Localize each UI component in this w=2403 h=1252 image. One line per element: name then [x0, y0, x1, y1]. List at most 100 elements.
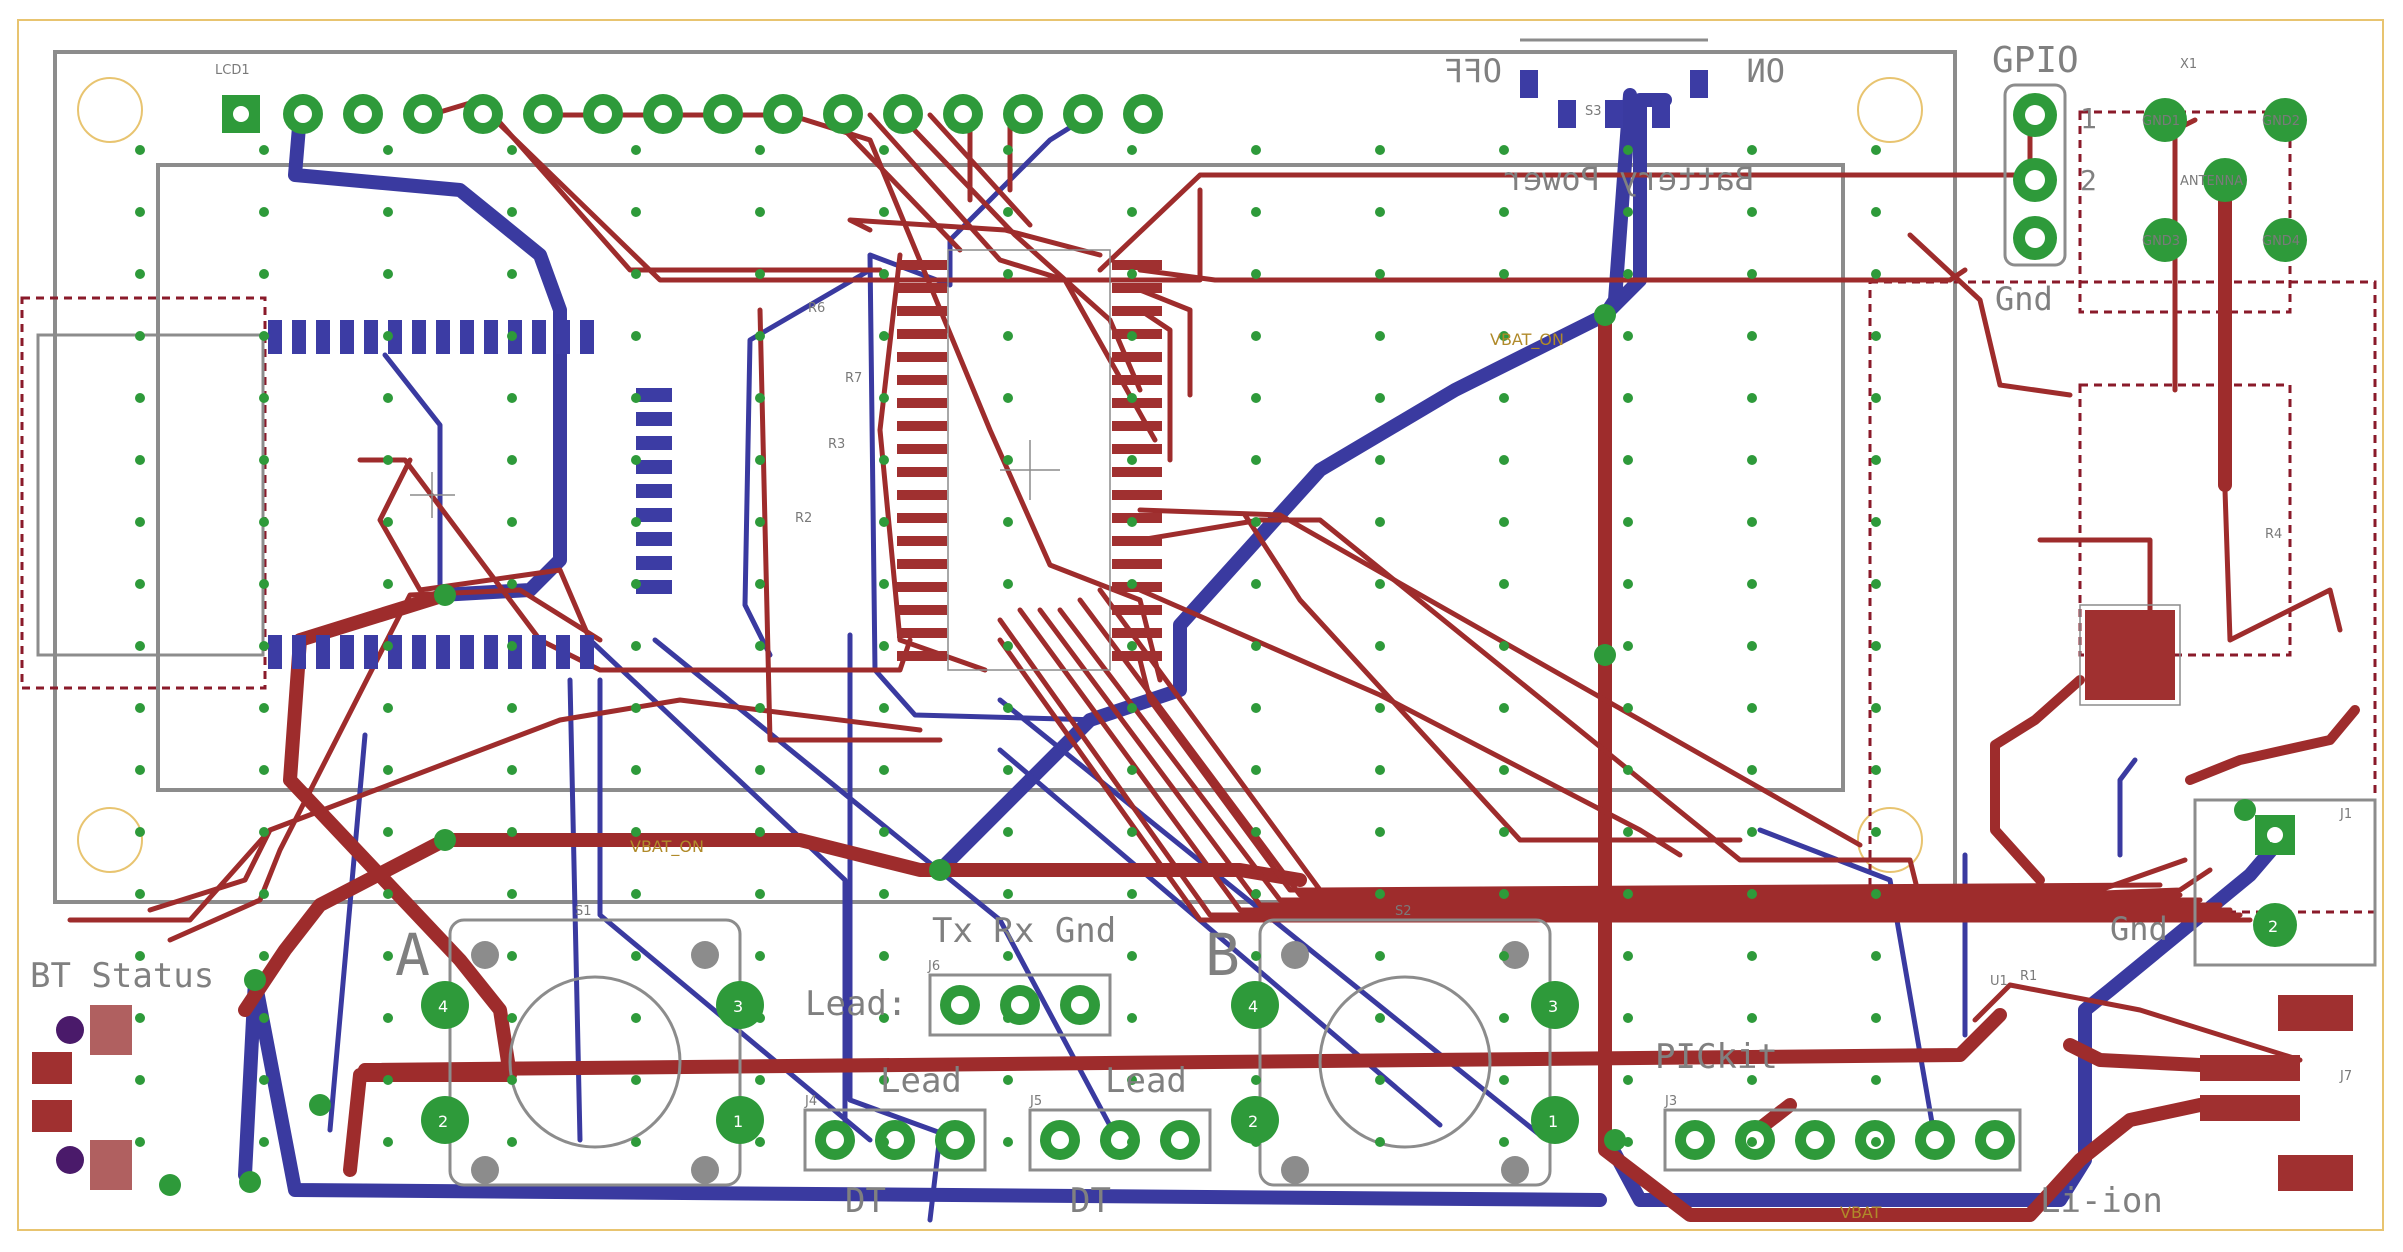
top-trace: [847, 217, 1103, 258]
stitching-via: [1375, 703, 1385, 713]
stitching-via: [1499, 455, 1509, 465]
pad-hole: [951, 996, 969, 1014]
lcd-mount-hole: [1857, 77, 1923, 143]
pad-hole: [1014, 105, 1032, 123]
pad-hole: [1111, 1131, 1129, 1149]
pad-hole: [1074, 105, 1092, 123]
top-trace: [147, 697, 923, 913]
antenna-pad: [2263, 218, 2307, 262]
pad-hole: [1011, 996, 1029, 1014]
j7-ref: J7: [2339, 1069, 2352, 1084]
pad-hole: [1134, 105, 1152, 123]
smd-pad: [556, 635, 570, 669]
stitching-via: [507, 331, 517, 341]
stitching-via: [1623, 1075, 1633, 1085]
stitching-via: [1871, 517, 1881, 527]
smd-pad: [897, 306, 947, 316]
stitching-via: [135, 889, 145, 899]
smd-pad: [1112, 536, 1162, 546]
stitching-via: [1003, 269, 1013, 279]
via: [434, 829, 456, 851]
stitching-via: [1251, 455, 1261, 465]
lcd-inner-outline: [156, 163, 1845, 792]
button-s1-post: [471, 1156, 499, 1184]
stitching-via: [631, 579, 641, 589]
smd-pad: [460, 635, 474, 669]
stitching-via: [383, 951, 393, 961]
stitching-via: [1871, 1137, 1881, 1147]
power-switch-pad: [1652, 100, 1670, 128]
stitching-via: [1623, 455, 1633, 465]
smd-pad: [897, 260, 947, 270]
stitching-via: [1871, 765, 1881, 775]
smd-pad: [897, 375, 947, 385]
gpio-gnd-label: Gnd: [1995, 280, 2053, 318]
stitching-via: [1499, 889, 1509, 899]
gpio-header-outline: [2003, 83, 2067, 267]
pad-hole: [2267, 827, 2283, 843]
pad-hole: [1171, 1131, 1189, 1149]
stitching-via: [1375, 1013, 1385, 1023]
stitching-via: [135, 1137, 145, 1147]
stitching-via: [1127, 331, 1137, 341]
button-s2-post: [1501, 1156, 1529, 1184]
stitching-via: [879, 207, 889, 217]
pad-hole: [474, 105, 492, 123]
bottom-trace: [1757, 827, 1938, 1143]
r6-ref: R6: [808, 301, 825, 316]
stitching-via: [1623, 827, 1633, 837]
dt-j4-label: DT: [845, 1181, 886, 1221]
j6-ref: J6: [927, 959, 940, 974]
bottom-trace: [587, 637, 848, 1143]
stitching-via: [879, 703, 889, 713]
smd-pad: [1112, 628, 1162, 638]
bottom-trace: [1598, 648, 2287, 1207]
smd-pad: [436, 635, 450, 669]
button-s2-outline: [1258, 918, 1552, 1187]
stitching-via: [259, 1075, 269, 1085]
smd-pad: [897, 582, 947, 592]
stitching-via: [1003, 1137, 1013, 1147]
stitching-via: [1127, 1137, 1137, 1147]
stitching-via: [383, 455, 393, 465]
stitching-via: [507, 393, 517, 403]
stitching-via: [631, 145, 641, 155]
stitching-via: [1623, 269, 1633, 279]
j1-connector-outline: [2193, 798, 2377, 967]
usb-shield-hole: [56, 1146, 84, 1174]
stitching-via: [383, 393, 393, 403]
stitching-via: [1747, 579, 1757, 589]
pad-hole: [1926, 1131, 1944, 1149]
stitching-via: [383, 269, 393, 279]
top-trace: [2185, 705, 2360, 785]
pad-hole: [886, 1131, 904, 1149]
button-s2: [1258, 918, 1552, 1187]
smd-pad: [1112, 398, 1162, 408]
pad-hole: [834, 105, 852, 123]
stitching-via: [507, 1075, 517, 1085]
via: [434, 584, 456, 606]
u1-ref: U1: [1990, 974, 2008, 989]
s2-ref: S2: [1395, 904, 1412, 919]
rf-chip: [2085, 610, 2175, 700]
stitching-via: [755, 951, 765, 961]
button-s2-post: [1281, 941, 1309, 969]
stitching-via: [507, 579, 517, 589]
usb-pad: [32, 1100, 72, 1132]
stitching-via: [1127, 455, 1137, 465]
pad-hole: [826, 1131, 844, 1149]
stitching-via: [1499, 703, 1509, 713]
s1-ref: S1: [575, 904, 592, 919]
stitching-via: [879, 1013, 889, 1023]
stitching-via: [383, 1137, 393, 1147]
lcd-mount-hole: [1857, 807, 1923, 873]
stitching-via: [1251, 579, 1261, 589]
stitching-via: [1375, 889, 1385, 899]
button-s1-post: [471, 941, 499, 969]
lead-j6-label: Lead:: [805, 984, 907, 1024]
stitching-via: [879, 641, 889, 651]
smd-pad: [1112, 605, 1162, 615]
pad-number: 3: [733, 997, 743, 1016]
stitching-via: [1127, 641, 1137, 651]
stitching-via: [507, 517, 517, 527]
